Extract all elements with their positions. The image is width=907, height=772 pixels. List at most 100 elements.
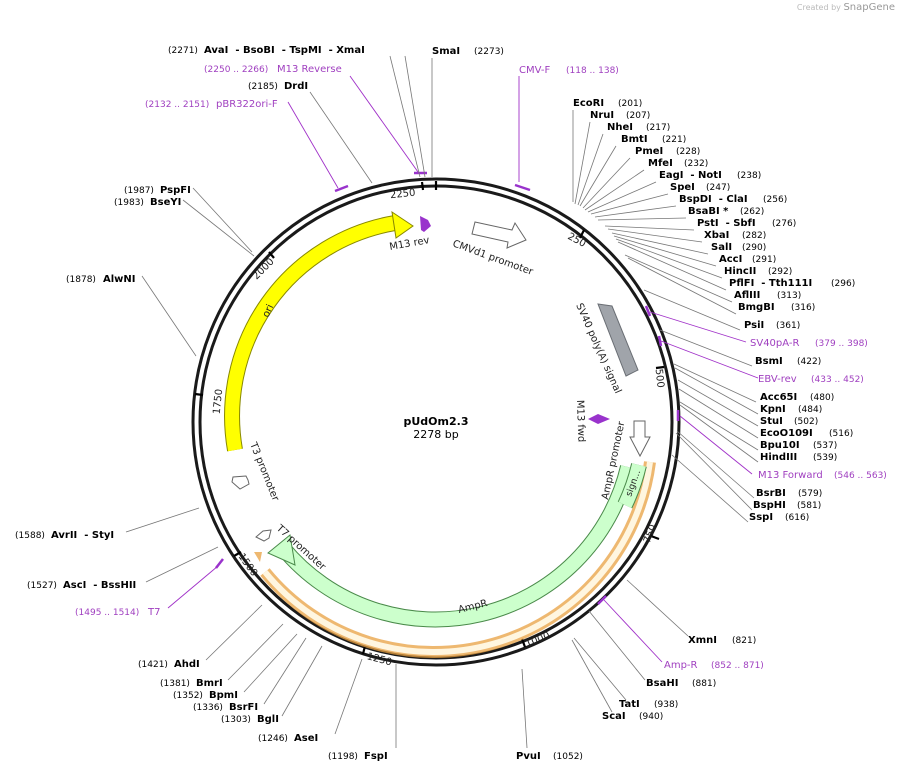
- site-bsrbi-pos: (579): [798, 489, 822, 499]
- leader-bsphi: [675, 432, 753, 511]
- site-bgli: BglI: [257, 714, 279, 725]
- site-ecori: EcoRI: [573, 98, 604, 109]
- site-bmgbi-pos: (316): [791, 303, 815, 313]
- site-bsrfi-pos: (1336): [193, 703, 223, 713]
- site-bmri: BmrI: [196, 678, 223, 689]
- leader-pflfi: [617, 241, 727, 291]
- site-ecori-pos: (201): [618, 99, 642, 109]
- leader-bspdi: [594, 205, 677, 218]
- watermark-prefix: Created by: [796, 3, 841, 12]
- site-sali-pos: (290): [742, 243, 766, 253]
- leader-eco0109i: [678, 388, 759, 439]
- t7-promoter-arrow: [255, 529, 272, 542]
- site-sspi-pos: (616): [785, 513, 809, 523]
- site-pflfi-pos: (296): [831, 279, 855, 289]
- site-pmei: PmeI: [635, 146, 663, 157]
- leader-bsmi: [659, 329, 753, 367]
- leader-bpmi: [243, 633, 298, 693]
- site-bsmi-pos: (422): [797, 357, 821, 367]
- site-bseyi: BseYI: [150, 197, 181, 208]
- tick-1750: [194, 392, 204, 397]
- ampr-arrowhead: [267, 534, 296, 566]
- site-fspi-pos: (1198): [328, 752, 358, 762]
- leader-avrii: [125, 507, 200, 533]
- site-alwni: AlwNI: [103, 274, 136, 285]
- enzyme-labels-right: SmaI (2273) EcoRI (201) NruI (207) NheI …: [432, 46, 855, 762]
- ampr-promoter-arrow: [629, 420, 651, 458]
- leader-alwni: [141, 275, 197, 357]
- leader-hindiii: [679, 404, 759, 463]
- enzyme-labels-left: (1198) FspI (1246) AseI (1303) BglI (133…: [15, 45, 388, 762]
- site-nrui: NruI: [590, 110, 614, 121]
- t3-promoter-label: T3 promoter: [247, 440, 281, 503]
- tick-2000: [268, 251, 275, 259]
- leader-acc65i: [673, 363, 757, 403]
- leader-bmri: [227, 623, 284, 681]
- primer-ebvrev: EBV-rev: [758, 374, 797, 385]
- site-asci-pos: (1527): [27, 581, 57, 591]
- site-afliii: AflIII: [734, 290, 760, 301]
- primer-labels: CMV-F (118 .. 138) SV40pA-R (379 .. 398)…: [75, 64, 887, 671]
- site-bsmi: BsmI: [755, 356, 783, 367]
- site-bpmi: BpmI: [209, 690, 238, 701]
- site-hindiii: HindIII: [760, 452, 797, 463]
- site-tati-pos: (938): [654, 700, 678, 710]
- site-bgli-pos: (1303): [221, 715, 251, 725]
- site-bmri-pos: (1381): [160, 679, 190, 689]
- leader-asci: [145, 546, 219, 583]
- site-bsphi-pos: (581): [797, 501, 821, 511]
- ori-feature: [225, 216, 397, 452]
- site-acci-pos: (291): [752, 255, 776, 265]
- site-bpu10i: Bpu10I: [760, 440, 800, 451]
- primer-m13forward: M13 Forward: [758, 470, 823, 481]
- tick-label-1750: 1750: [212, 388, 226, 414]
- leader-bsabi: [597, 217, 687, 221]
- leader-kpni: [674, 367, 759, 415]
- leader-acci: [613, 235, 717, 267]
- orange-feature-arrowhead: [254, 552, 262, 562]
- site-scai: ScaI: [602, 711, 626, 722]
- cmv-promoter-label: CMVd1 promoter: [451, 238, 535, 278]
- tick-label-2250: 2250: [390, 188, 416, 202]
- leader-sspi: [671, 454, 749, 523]
- site-bsphi: BspHI: [753, 500, 786, 511]
- tick-500: [655, 365, 665, 370]
- sv40-polya-feature: [597, 303, 639, 377]
- leader-ahdi: [205, 604, 263, 661]
- primer-m13forward-range: (546 .. 563): [834, 471, 887, 481]
- cmv-promoter-arrow: [471, 221, 527, 249]
- primer-marker-cmvf: [514, 183, 531, 192]
- leader-primer-m13reverse: [349, 75, 419, 173]
- site-acc65i-pos: (480): [810, 393, 834, 403]
- leader-primer-sv40par: [649, 311, 747, 343]
- site-nrui-pos: (207): [626, 111, 650, 121]
- leader-bgli: [281, 645, 323, 717]
- leader-nrui: [574, 121, 591, 205]
- plasmid-name: pUdOm2.3: [404, 415, 469, 428]
- site-bsrfi: BsrFI: [229, 702, 258, 713]
- leader-pspfi: [192, 187, 253, 253]
- site-psti-pos: (276): [772, 219, 796, 229]
- leader-nhei: [577, 133, 604, 206]
- tick-label-750: 750: [642, 523, 659, 545]
- leader-spei: [590, 193, 669, 215]
- site-nhei-pos: (217): [646, 123, 670, 133]
- primer-sv40par: SV40pA-R: [750, 338, 799, 349]
- primer-marker-ampr: [597, 595, 607, 605]
- primer-ampr: Amp-R: [664, 660, 698, 671]
- enzyme-leader-lines: [125, 55, 759, 749]
- site-bpu10i-pos: (537): [813, 441, 837, 451]
- site-psii-pos: (361): [776, 321, 800, 331]
- ori-arrowhead: [391, 210, 414, 239]
- site-xbai: XbaI: [704, 230, 729, 241]
- plasmid-size: 2278 bp: [413, 428, 458, 441]
- site-acci: AccI: [719, 254, 742, 265]
- leader-afliii: [624, 254, 733, 303]
- backbone-outer: [191, 177, 681, 667]
- leader-primer-ampr: [603, 599, 663, 663]
- site-pvui: PvuI: [516, 751, 541, 762]
- site-sali: SalI: [711, 242, 732, 253]
- tick-marks: [194, 181, 665, 655]
- site-bsabi-pos: (262): [740, 207, 764, 217]
- leader-primer-pbr322: [287, 101, 339, 189]
